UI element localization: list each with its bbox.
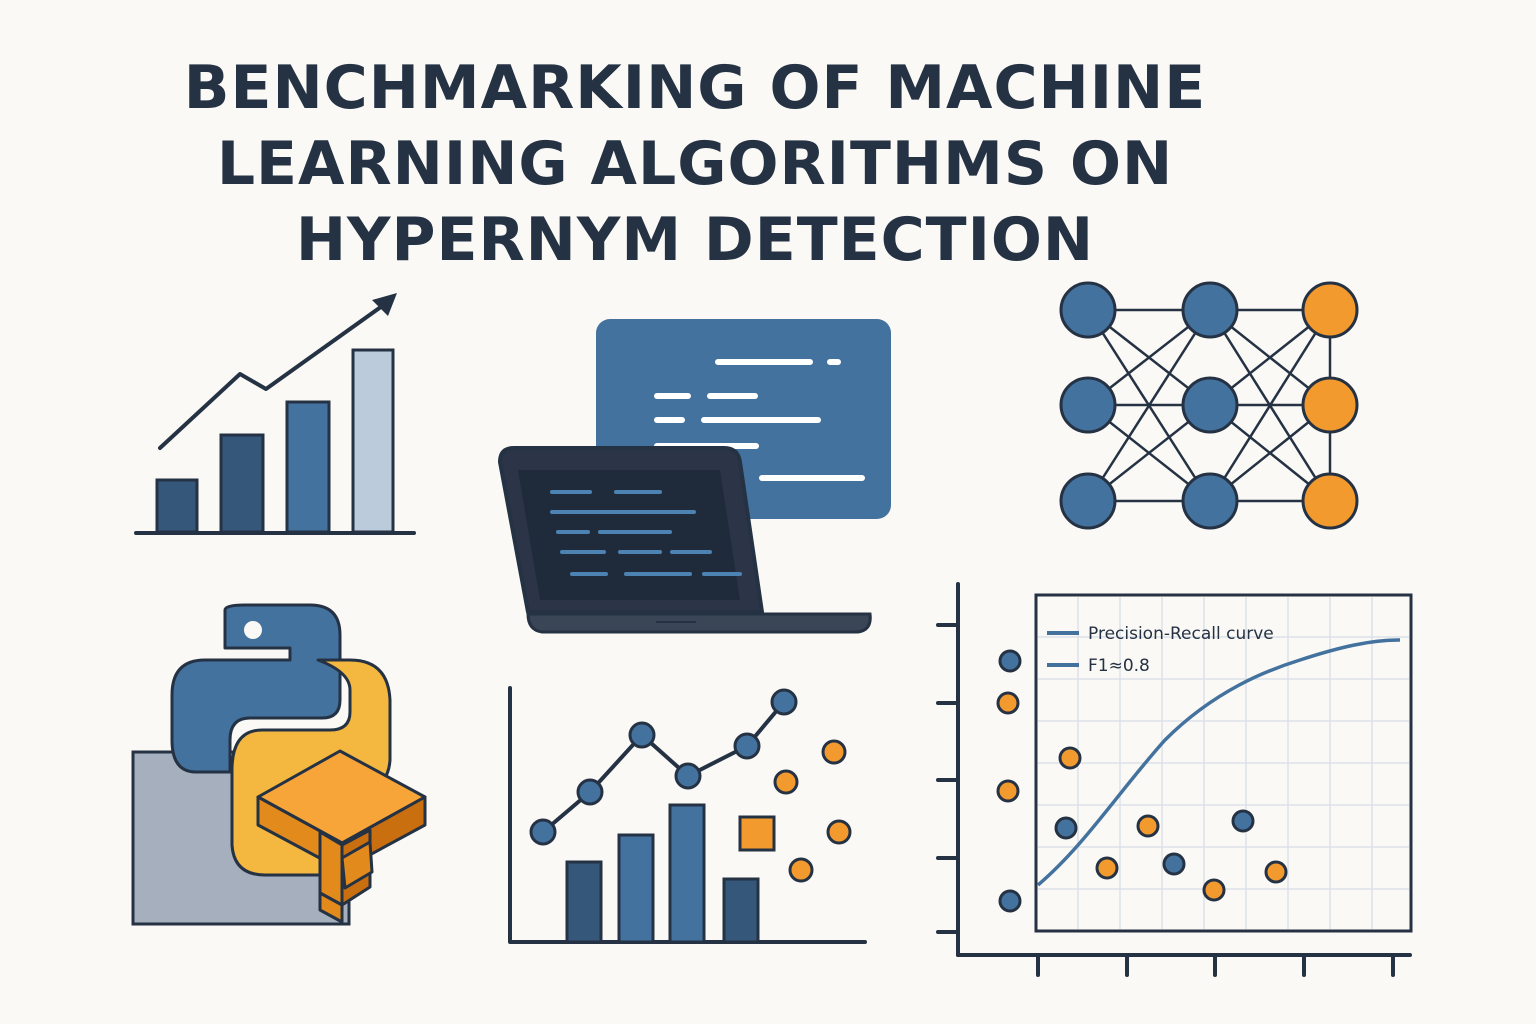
title-line-1: BENCHMARKING OF MACHINE <box>183 53 1207 123</box>
pr-axis-ticks <box>936 623 1395 977</box>
python-tensorflow-icon <box>131 603 427 926</box>
neural-network-icon <box>1059 281 1359 530</box>
title-line-2: LEARNING ALGORITHMS ON <box>216 129 1174 199</box>
legend-label-pr: Precision-Recall curve <box>1088 624 1274 644</box>
pr-curve <box>1036 638 1401 887</box>
trend-bar-chart-icon <box>134 293 416 535</box>
pr-scatter-points <box>996 649 1288 913</box>
page-title: BENCHMARKING OF MACHINE LEARNING ALGORIT… <box>90 50 1300 278</box>
legend-label-f1: F1≈0.8 <box>1088 656 1150 676</box>
precision-recall-plot-icon: Precision-Recall curve F1≈0.8 <box>936 582 1413 977</box>
laptop-code-icon <box>498 319 891 634</box>
line-bar-scatter-chart-icon <box>508 686 867 944</box>
title-line-3: HYPERNYM DETECTION <box>295 205 1095 275</box>
